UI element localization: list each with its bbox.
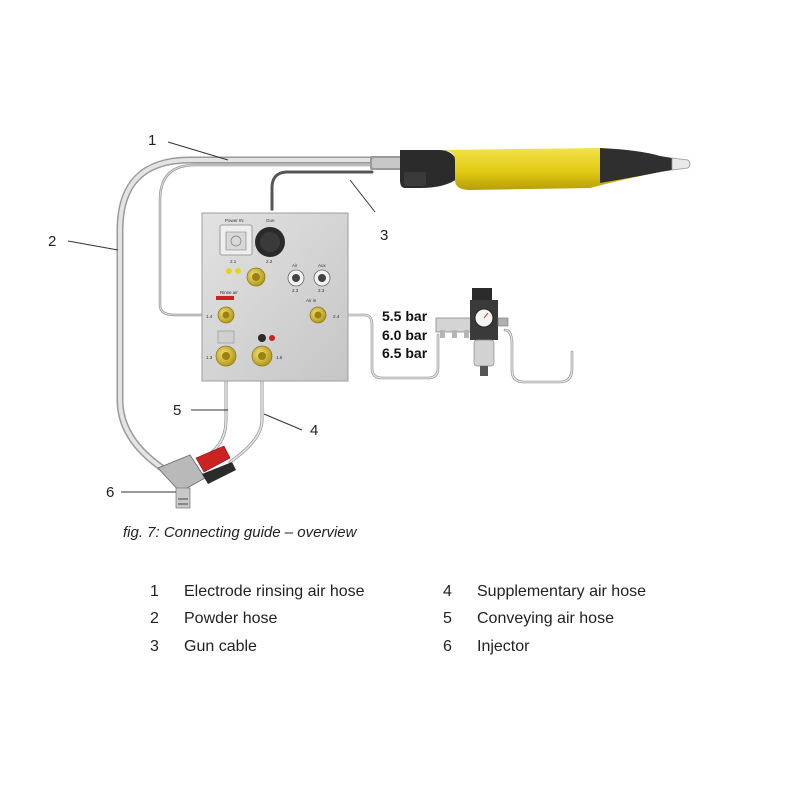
legend-item: 5 Conveying air hose: [443, 606, 800, 634]
leader-4: [263, 413, 303, 431]
legend-item: 4 Supplementary air hose: [443, 578, 800, 606]
pressure-labels: 5.5 bar 6.0 bar 6.5 bar: [382, 308, 428, 361]
panel-label-air-in: Air in: [306, 298, 317, 303]
callout-numbers: 1 2 3 4 5 6: [48, 132, 388, 501]
legend-num: 2: [150, 610, 159, 628]
legend-label: Gun cable: [184, 637, 257, 655]
legend-label: Powder hose: [184, 610, 278, 628]
leader-1: [167, 141, 229, 161]
panel-label-2-3-b: 2.3: [318, 288, 325, 293]
legend-item: 3 Gun cable: [150, 633, 510, 661]
legend-num: 4: [443, 582, 452, 600]
panel-label-2-2: 2.2: [266, 259, 273, 264]
hoses: [116, 156, 574, 474]
panel-label-2-3-a: 2.3: [292, 288, 299, 293]
injector: [157, 445, 236, 509]
legend-num: 1: [150, 582, 159, 600]
panel-label-rinse-air: Rinse air: [220, 290, 238, 295]
leader-2: [67, 240, 119, 251]
panel-label-1-6: 1.6: [276, 355, 283, 360]
callout-6: 6: [106, 484, 114, 501]
callout-leaders: [67, 141, 376, 493]
legend-label: Injector: [477, 637, 530, 655]
figure-caption: fig. 7: Connecting guide – overview: [123, 524, 357, 541]
legend-item: 1 Electrode rinsing air hose: [150, 578, 510, 606]
legend-num: 3: [150, 637, 159, 655]
panel-label-air-a: Air: [292, 263, 298, 268]
pressure-5-5: 5.5 bar: [382, 308, 428, 324]
legend-left: 1 Electrode rinsing air hose 2 Powder ho…: [150, 578, 510, 661]
legend-item: 6 Injector: [443, 633, 800, 661]
callout-4: 4: [310, 422, 318, 439]
panel-label-aux: Aux: [318, 263, 327, 268]
legend-label: Conveying air hose: [477, 610, 614, 628]
conveying-air-hose: [210, 370, 228, 454]
panel-label-1-4: 1.4: [206, 314, 213, 319]
air-regulator: [435, 288, 509, 376]
panel-label-2-1: 2.1: [230, 259, 237, 264]
supply-hose: [503, 328, 574, 384]
legend-label: Electrode rinsing air hose: [184, 582, 365, 600]
panel-label-gun: Gun: [266, 218, 275, 223]
panel-label-1-3: 1.3: [206, 355, 213, 360]
callout-3: 3: [380, 227, 388, 244]
panel-label-2-4: 2.4: [333, 314, 340, 319]
connecting-guide-diagram: Power IN Gun 2.1 2.2 Air Aux 2.3 2.3 Rin…: [48, 132, 691, 509]
spray-gun: [370, 148, 691, 190]
legend-label: Supplementary air hose: [477, 582, 646, 600]
gun-cable: [270, 170, 374, 212]
pressure-6-0: 6.0 bar: [382, 327, 428, 343]
legend-num: 5: [443, 610, 452, 628]
control-panel: Power IN Gun 2.1 2.2 Air Aux 2.3 2.3 Rin…: [201, 212, 349, 382]
callout-1: 1: [148, 132, 156, 149]
leader-3: [349, 179, 376, 213]
callout-2: 2: [48, 233, 56, 250]
legend-num: 6: [443, 637, 452, 655]
legend-right: 4 Supplementary air hose 5 Conveying air…: [443, 578, 800, 661]
legend-item: 2 Powder hose: [150, 606, 510, 634]
pressure-6-5: 6.5 bar: [382, 345, 428, 361]
callout-5: 5: [173, 402, 181, 419]
panel-label-power-in: Power IN: [225, 218, 244, 223]
